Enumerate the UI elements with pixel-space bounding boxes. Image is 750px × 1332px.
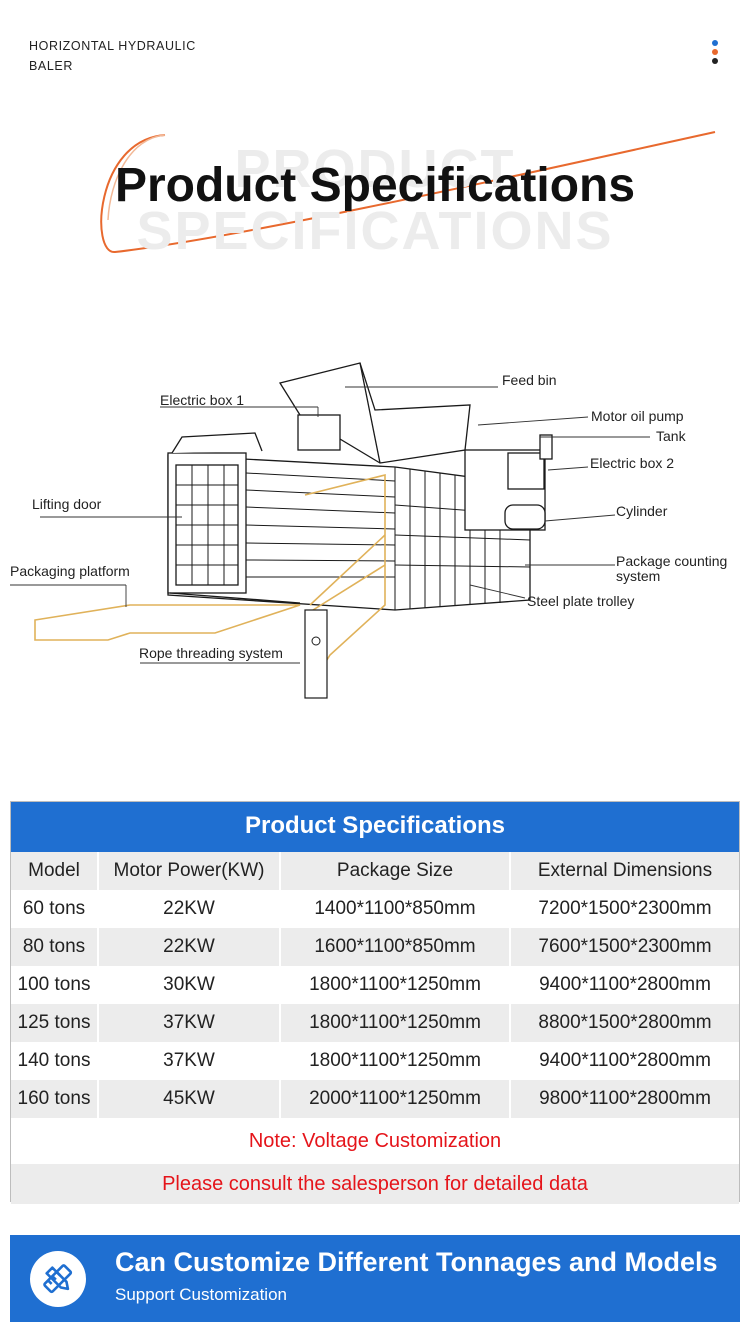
cell-external-dimensions: 8800*1500*2800mm [511,1004,739,1042]
cell-model: 140 tons [11,1042,99,1080]
col-header-motor-power: Motor Power(KW) [99,852,281,890]
cell-external-dimensions: 7600*1500*2300mm [511,928,739,966]
label-cylinder: Cylinder [616,503,668,519]
table-row: 125 tons 37KW 1800*1100*1250mm 8800*1500… [11,1004,739,1042]
page-header: HORIZONTAL HYDRAULIC BALER [29,36,219,76]
table-row: 100 tons 30KW 1800*1100*1250mm 9400*1100… [11,966,739,1004]
cell-motor-power: 22KW [99,890,281,928]
col-header-external-dimensions: External Dimensions [511,852,739,890]
cell-model: 60 tons [11,890,99,928]
cell-package-size: 1400*1100*850mm [281,890,511,928]
label-feed-bin: Feed bin [502,372,556,388]
table-row: 160 tons 45KW 2000*1100*1250mm 9800*1100… [11,1080,739,1118]
spec-table: Model Motor Power(KW) Package Size Exter… [11,852,739,1118]
cell-model: 125 tons [11,1004,99,1042]
hero-watermark: PRODUCT SPECIFICATIONS [136,139,614,261]
cell-package-size: 1800*1100*1250mm [281,966,511,1004]
label-lifting-door: Lifting door [32,496,102,512]
banner-title: Can Customize Different Tonnages and Mod… [115,1247,718,1277]
label-electric-box-2: Electric box 2 [590,455,674,471]
cell-package-size: 1600*1100*850mm [281,928,511,966]
cell-external-dimensions: 7200*1500*2300mm [538,898,712,919]
consult-note: Please consult the salesperson for detai… [11,1164,739,1204]
swoosh-decoration [100,131,716,254]
label-electric-box-1: Electric box 1 [160,392,244,408]
cell-motor-power: 22KW [99,928,281,966]
cell-motor-power: 30KW [99,966,281,1004]
cell-package-size: 2000*1100*1250mm [281,1080,511,1118]
col-header-model: Model [11,852,99,890]
cell-model: 100 tons [11,966,99,1004]
table-row: 140 tons 37KW 1800*1100*1250mm 9400*1100… [11,1042,739,1080]
cell-package-size: 1800*1100*1250mm [281,1004,511,1042]
header-title-line2: BALER [29,59,73,73]
cell-motor-power: 37KW [99,1042,281,1080]
label-packaging-platform: Packaging platform [10,563,130,579]
page-title: Product Specifications [114,159,636,212]
cell-external-dimensions: 9800*1100*2800mm [511,1080,739,1118]
table-header-row: Model Motor Power(KW) Package Size Exter… [11,852,739,890]
customize-banner: Can Customize Different Tonnages and Mod… [10,1235,740,1322]
label-motor-oil-pump: Motor oil pump [591,408,684,424]
cell-motor-power: 37KW [99,1004,281,1042]
label-package-counting-line1: Package counting [616,553,727,569]
baler-diagram: Feed bin Electric box 1 Motor oil pump T… [10,362,727,699]
banner-subtitle: Support Customization [115,1285,287,1304]
label-package-counting-line2: system [616,568,660,584]
header-title-line1: HORIZONTAL HYDRAULIC [29,39,196,53]
label-tank: Tank [656,428,687,444]
hero-section: PRODUCT SPECIFICATIONS Product Specifica… [0,120,750,270]
col-header-package-size: Package Size [281,852,511,890]
table-row: 60 tons 22KW 1400*1100*850mm 7200*1500*2… [11,890,739,928]
spec-table-card: Product Specifications Model Motor Power… [10,801,740,1204]
spec-table-title: Product Specifications [11,802,739,852]
label-rope-threading-system: Rope threading system [139,645,283,661]
cell-external-dimensions: 9400*1100*2800mm [539,1050,711,1071]
cell-model: 80 tons [11,928,99,966]
voltage-note: Note: Voltage Customization [248,1130,502,1152]
cell-package-size: 1800*1100*1250mm [281,1042,511,1080]
pencil-ruler-icon [30,1251,86,1307]
cell-model: 160 tons [11,1080,99,1118]
cell-motor-power: 45KW [99,1080,281,1118]
menu-dots-icon[interactable] [712,40,722,70]
table-row: 80 tons 22KW 1600*1100*850mm 7600*1500*2… [11,928,739,966]
label-steel-plate-trolley: Steel plate trolley [527,593,634,609]
cell-external-dimensions: 9400*1100*2800mm [539,974,711,995]
